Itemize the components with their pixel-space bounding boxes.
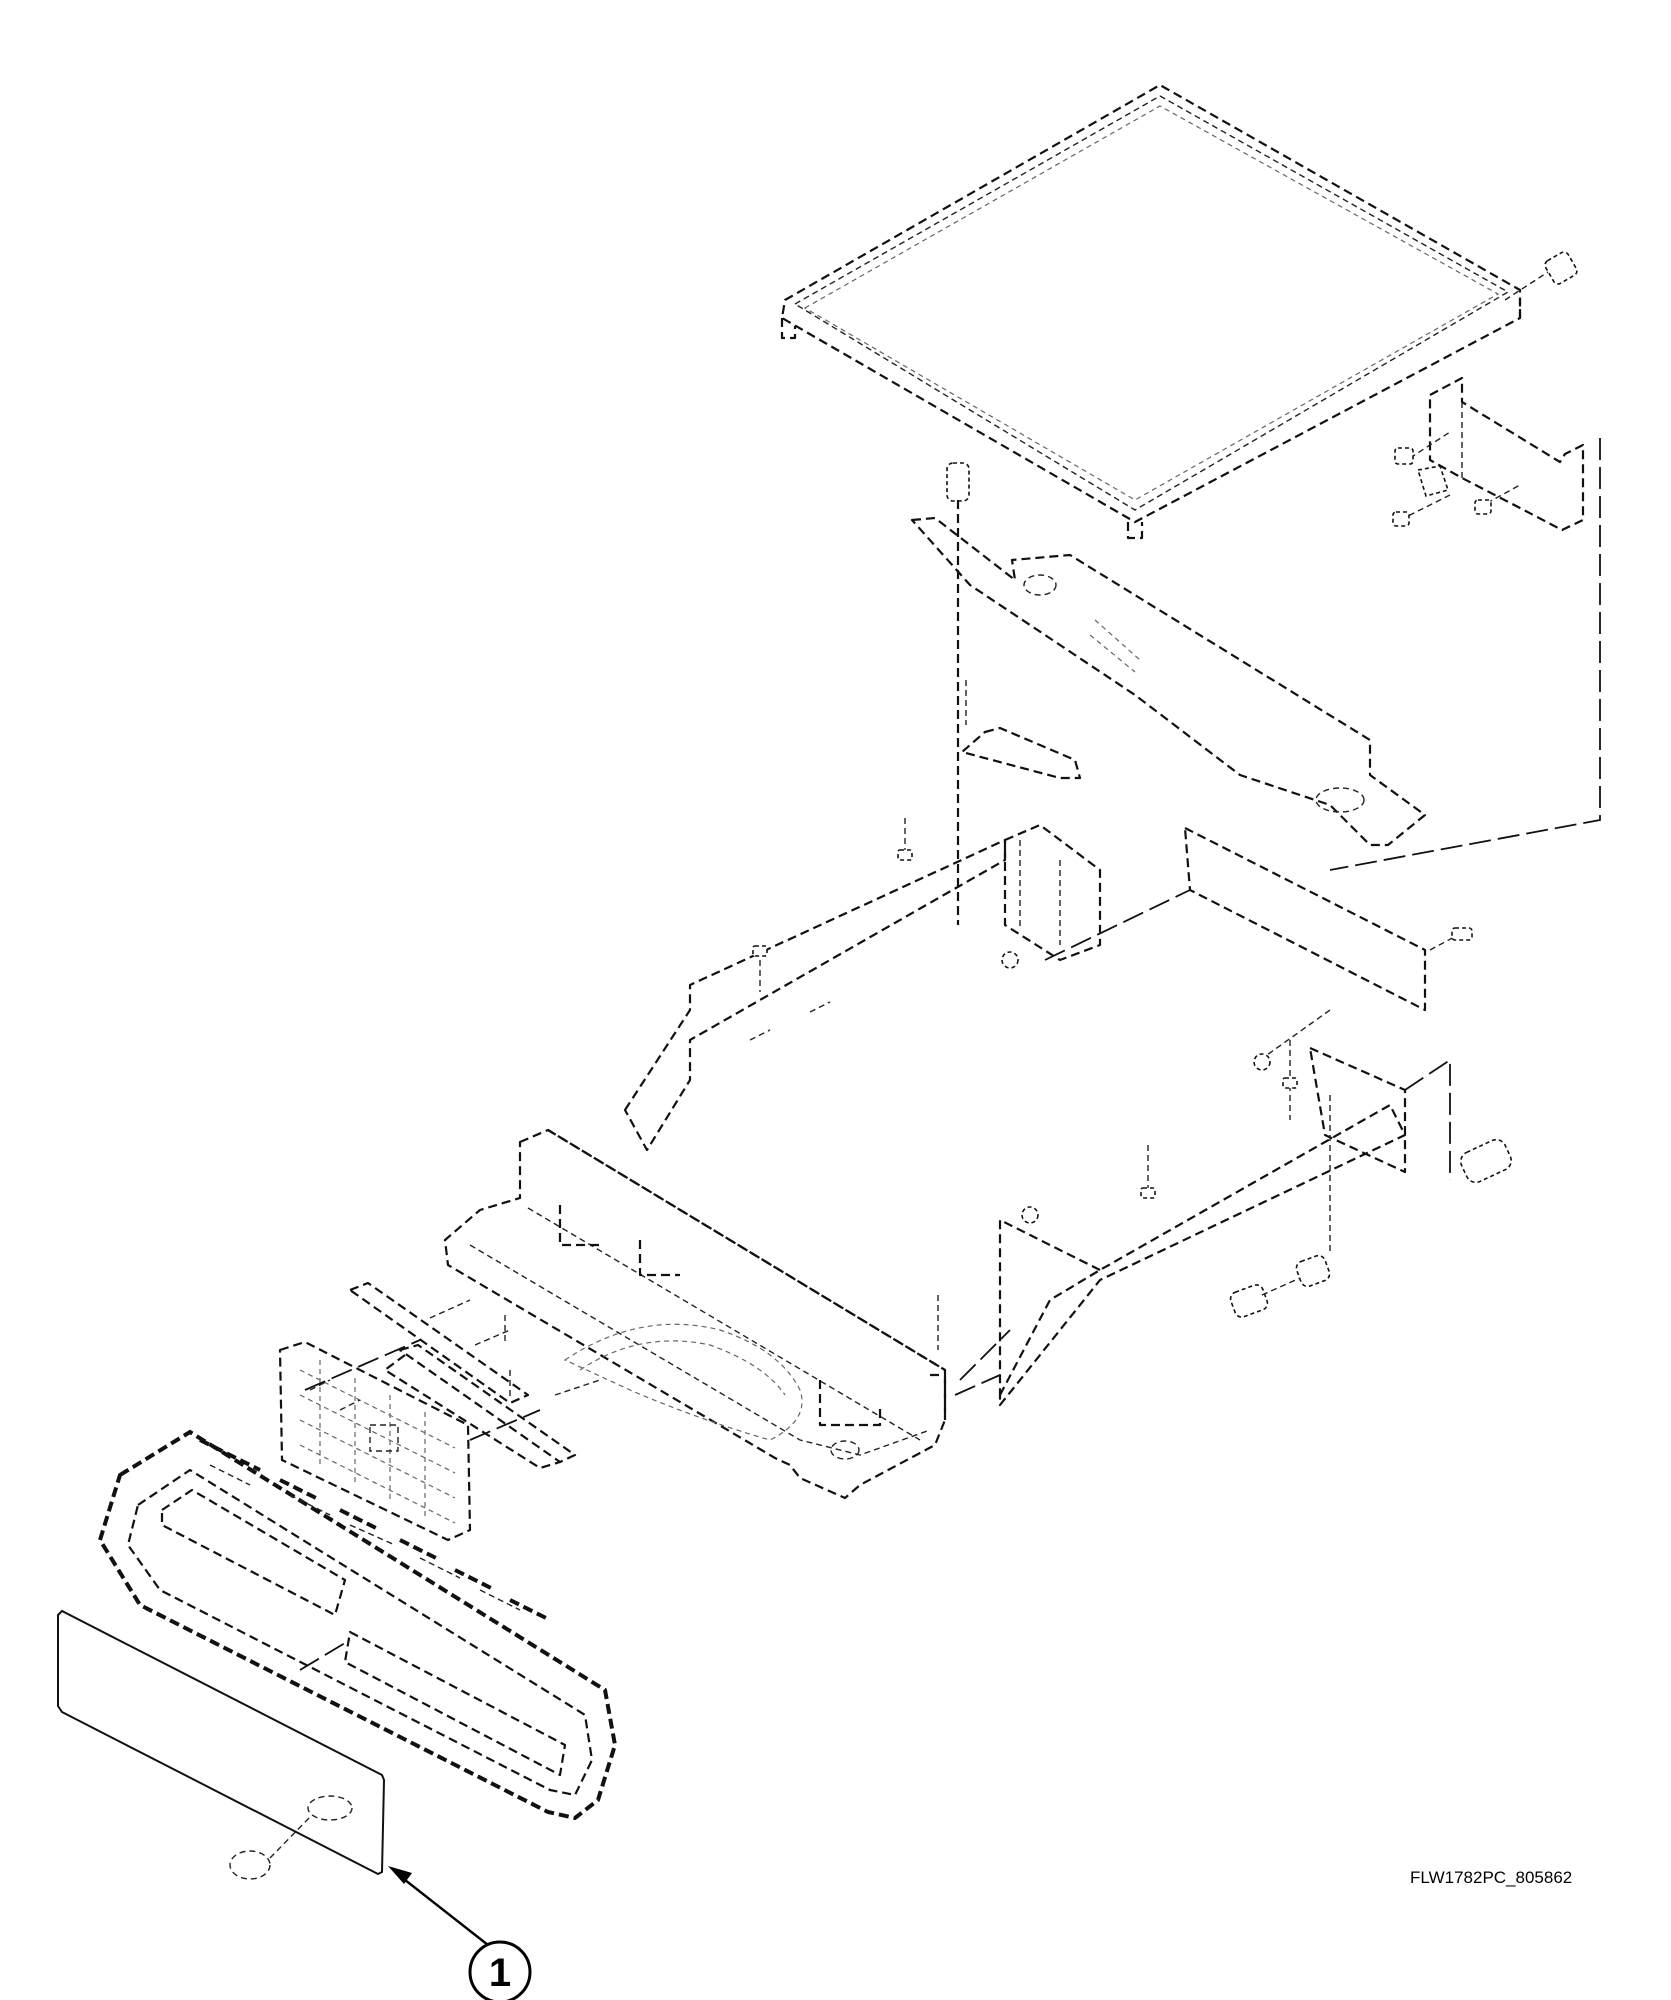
leveling-hardware [1229,1095,1513,1318]
leader-strip [469,1409,541,1441]
diagram-code-label: FLW1782PC_805862 [1410,1868,1573,1887]
top-panel [780,83,1522,540]
leader-board [304,1339,421,1391]
screw-top-right [1504,251,1578,301]
leader-base-left [959,1329,1011,1381]
control-panel [97,1429,618,1821]
leader-base-mid [1044,889,1191,961]
control-board [278,1340,472,1542]
leader-right [1329,438,1601,871]
base-frame [443,1128,947,1500]
wedge-bracket [960,726,1082,780]
left-side-rail [623,818,1102,1152]
screw-left-vertical [946,462,970,925]
top-rail [910,516,1427,847]
bracket-strips [348,1281,601,1470]
leader-right-lower [1404,1058,1451,1180]
rear-bracket [1392,376,1585,532]
right-side-rail [998,826,1473,1407]
callout-1: 1 [388,1866,532,2000]
callout-number: 1 [489,1951,511,1995]
leader-base-right [954,1374,1001,1396]
panel-overlay [57,1609,386,1880]
